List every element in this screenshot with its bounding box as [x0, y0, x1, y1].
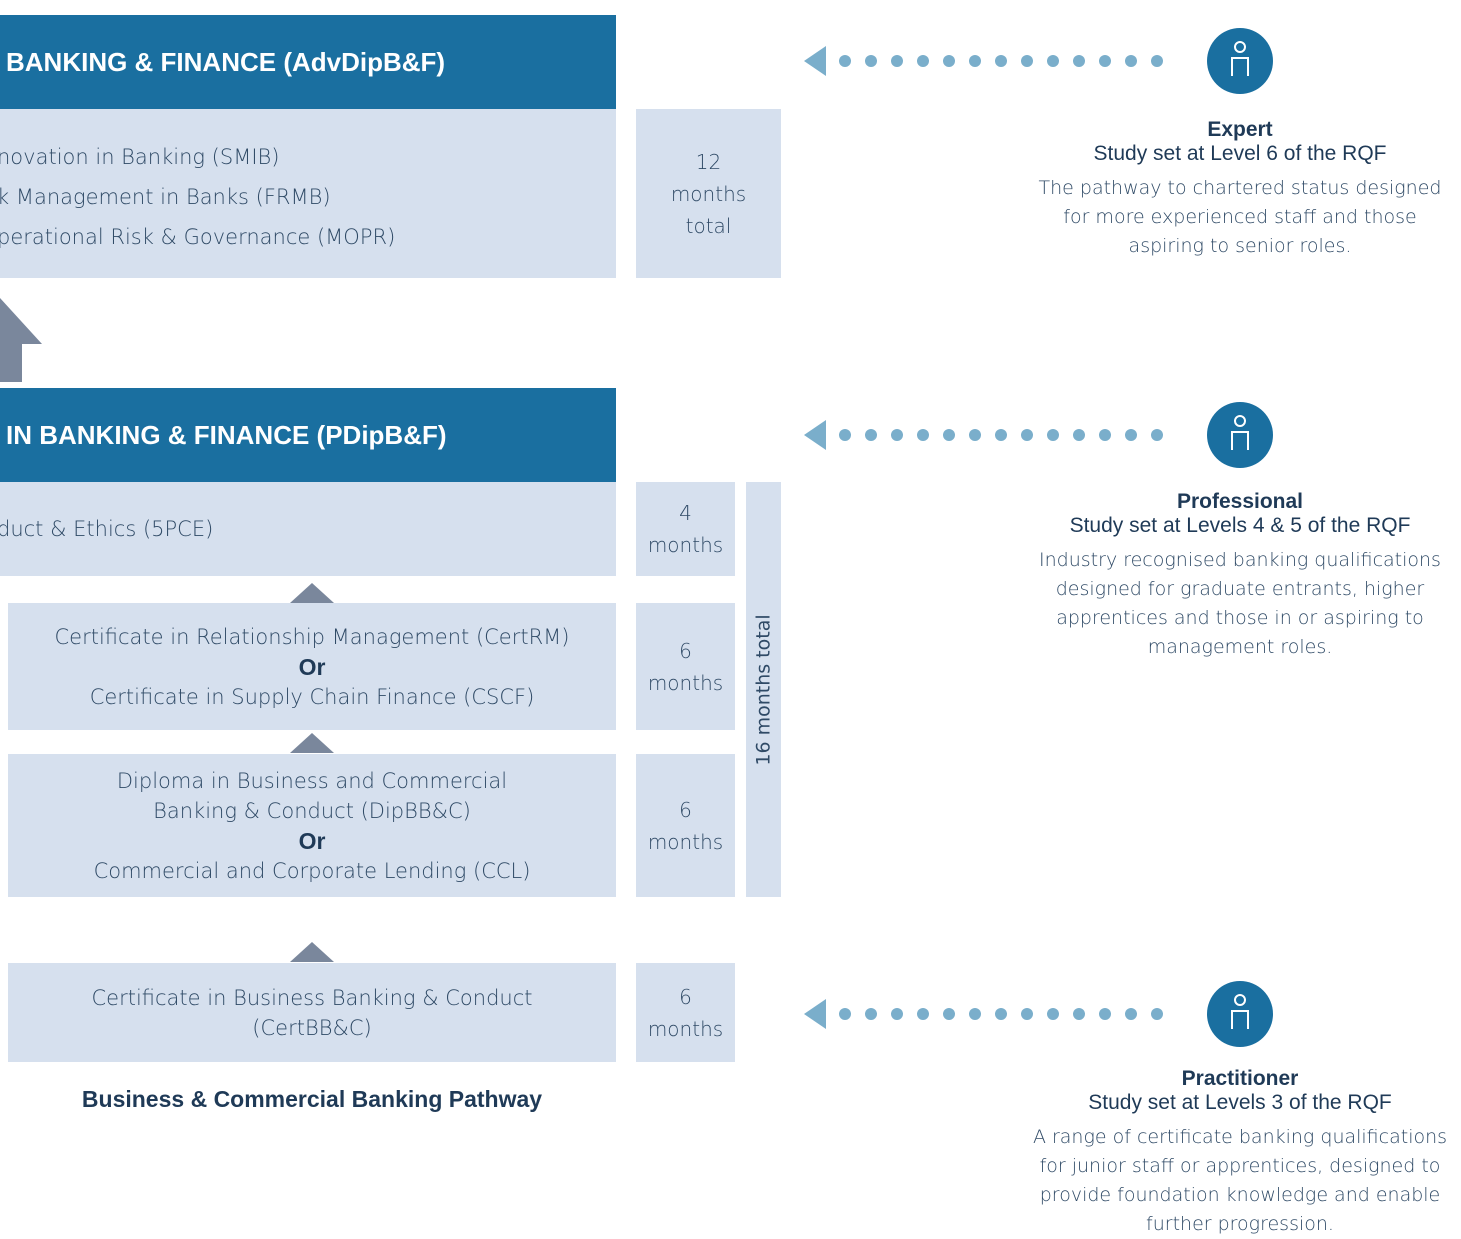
professional-diploma-header: IN BANKING & FINANCE (PDipB&F): [0, 388, 616, 482]
practitioner-level-panel: Practitioner Study set at Levels 3 of th…: [1000, 1067, 1461, 1239]
module-smib: novation in Banking (SMIB): [0, 145, 280, 169]
duration-number: 6: [679, 638, 692, 663]
diploma-duration-box: 6 months: [636, 754, 735, 897]
option-cscf: Certificate in Supply Chain Finance (CSC…: [89, 684, 535, 709]
option-dipbbc-line1: Diploma in Business and Commercial: [116, 768, 508, 793]
dotted-arrow-expert: [804, 46, 1163, 76]
diploma-options-box: Diploma in Business and Commercial Banki…: [8, 754, 616, 897]
duration-number: 6: [679, 984, 692, 1009]
progression-arrow-icon: [0, 298, 42, 382]
up-arrow-icon: [290, 942, 334, 962]
option-dipbbc-line2: Banking & Conduct (DipBB&C): [153, 798, 471, 823]
person-icon: [1207, 981, 1273, 1047]
conduct-module-box: duct & Ethics (5PCE): [0, 482, 616, 576]
module-mopr: perational Risk & Governance (MOPR): [0, 225, 396, 249]
person-icon: [1207, 402, 1273, 468]
or-label: Or: [298, 827, 326, 854]
pathway-label: Business & Commercial Banking Pathway: [81, 1086, 543, 1112]
level-title: Practitioner: [1181, 1067, 1299, 1090]
or-label: Or: [298, 653, 326, 680]
level-description: Industry recognised banking qualificatio…: [1039, 549, 1441, 658]
person-icon: [1207, 28, 1273, 94]
advanced-diploma-header: BANKING & FINANCE (AdvDipB&F): [0, 15, 616, 109]
certbbc-line2: (CertBB&C): [252, 1015, 372, 1040]
level-subtitle: Study set at Level 6 of the RQF: [1093, 142, 1387, 165]
duration-number: 6: [679, 797, 692, 822]
up-arrow-icon: [290, 583, 334, 603]
certbbc-line1: Certificate in Business Banking & Conduc…: [91, 985, 533, 1010]
module-5pce: duct & Ethics (5PCE): [0, 517, 214, 541]
level-description: A range of certificate banking qualifica…: [1032, 1126, 1448, 1235]
level-subtitle: Study set at Levels 3 of the RQF: [1088, 1091, 1392, 1114]
duration-number: 4: [679, 501, 692, 525]
duration-unit: months: [647, 1016, 724, 1041]
duration-unit: months: [647, 533, 724, 557]
certbbc-box: Certificate in Business Banking & Conduc…: [8, 963, 616, 1062]
expert-level-panel: Expert Study set at Level 6 of the RQF T…: [1000, 118, 1461, 261]
advanced-duration-box: 12 months total: [636, 109, 781, 278]
professional-level-panel: Professional Study set at Levels 4 & 5 o…: [1000, 490, 1461, 662]
duration-total: total: [685, 213, 732, 238]
level-subtitle: Study set at Levels 4 & 5 of the RQF: [1069, 514, 1411, 537]
duration-unit: months: [647, 670, 724, 695]
advanced-modules-box: novation in Banking (SMIB) k Management …: [0, 109, 616, 278]
certificate-options-box: Certificate in Relationship Management (…: [8, 603, 616, 730]
level-title: Professional: [1176, 490, 1304, 513]
duration-number: 12: [695, 149, 722, 174]
total-duration-label: 16 months total: [752, 613, 775, 766]
option-ccl: Commercial and Corporate Lending (CCL): [93, 858, 531, 883]
up-arrow-icon: [290, 733, 334, 753]
level-title: Expert: [1207, 118, 1273, 141]
certificate-duration-box: 6 months: [636, 603, 735, 730]
conduct-duration-box: 4 months: [636, 482, 735, 576]
professional-diploma-title: IN BANKING & FINANCE (PDipB&F): [6, 419, 447, 450]
professional-total-box: 16 months total: [746, 482, 781, 897]
module-frmb: k Management in Banks (FRMB): [0, 185, 331, 209]
dotted-arrow-practitioner: [804, 999, 1163, 1029]
duration-unit: months: [670, 181, 747, 206]
level-description: The pathway to chartered status designed…: [1038, 177, 1442, 257]
option-certrm: Certificate in Relationship Management (…: [54, 624, 570, 649]
duration-unit: months: [647, 829, 724, 854]
dotted-arrow-professional: [804, 420, 1163, 450]
advanced-diploma-title: BANKING & FINANCE (AdvDipB&F): [6, 46, 446, 77]
certbbc-duration-box: 6 months: [636, 963, 735, 1062]
